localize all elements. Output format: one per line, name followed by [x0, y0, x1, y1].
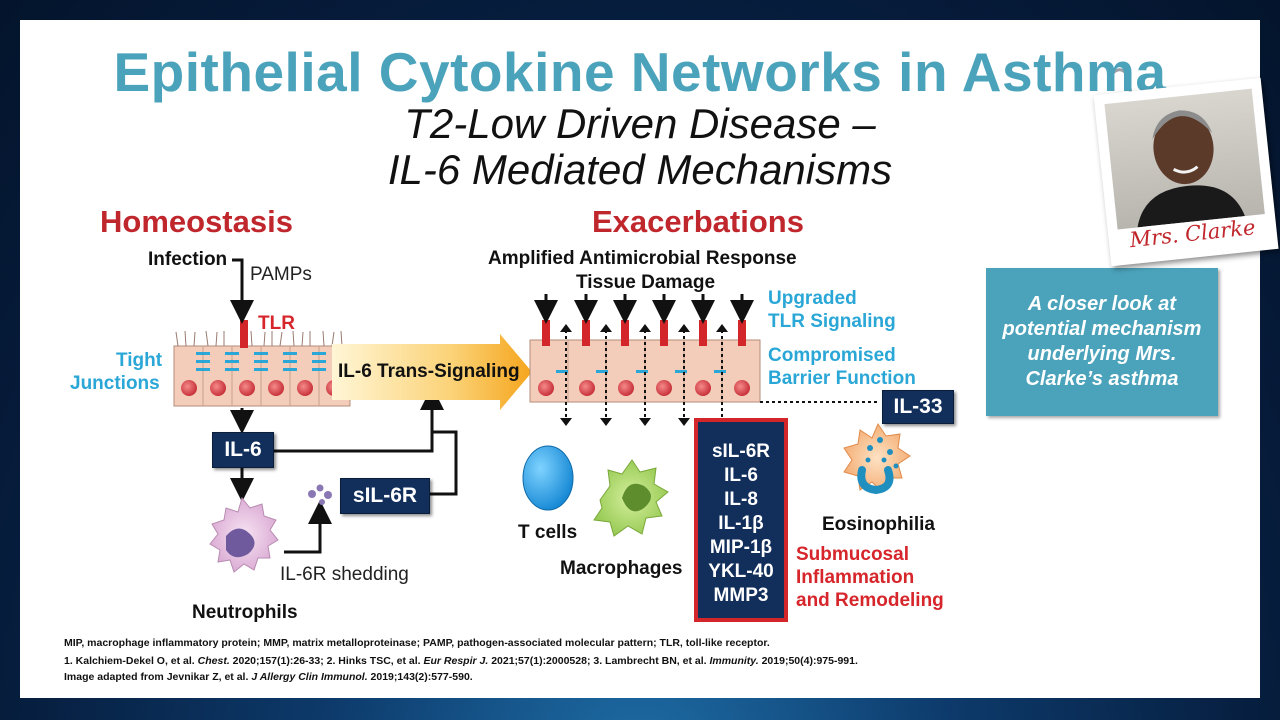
- tlr-label: TLR: [258, 313, 295, 334]
- homeostasis-heading: Homeostasis: [100, 204, 293, 239]
- il33-box: IL-33: [882, 390, 954, 424]
- eosinophil-cell: [843, 422, 911, 495]
- neutrophil-cell: [209, 496, 279, 573]
- upgraded-label-2: TLR Signaling: [768, 311, 896, 332]
- submucosal-label-2: Inflammation: [796, 567, 915, 588]
- footnote-image-source: Image adapted from Jevnikar Z, et al. J …: [64, 671, 473, 683]
- cytokine-item: YKL-40: [708, 561, 774, 582]
- trans-signaling-label: IL-6 Trans-Signaling: [338, 361, 520, 382]
- cytokine-item: IL-6: [724, 465, 758, 486]
- sil6r-box: sIL-6R: [340, 478, 430, 514]
- submucosal-label-3: and Remodeling: [796, 590, 944, 611]
- tight-label-1: Tight: [116, 350, 163, 371]
- shedding-label: IL-6R shedding: [280, 564, 409, 585]
- eosinophilia-label: Eosinophilia: [822, 514, 935, 535]
- cytokine-item: IL-8: [724, 489, 758, 510]
- cytokine-list: sIL-6R IL-6 IL-8 IL-1β MIP-1β YKL-40 MMP…: [694, 418, 788, 622]
- t-cells-label: T cells: [518, 522, 578, 543]
- response-label-1: Amplified Antimicrobial Response: [488, 248, 797, 269]
- compromised-label-2: Barrier Function: [768, 368, 916, 389]
- macrophages-label: Macrophages: [560, 558, 683, 579]
- subtitle-line2: IL-6 Mediated Mechanisms: [387, 146, 893, 193]
- cytokine-item: MMP3: [713, 585, 769, 606]
- homeostasis-epithelium: [173, 320, 351, 407]
- t-cell: [522, 445, 574, 511]
- cytokine-item: MIP-1β: [709, 537, 773, 558]
- tight-label-2: Junctions: [70, 373, 160, 394]
- pamps-label: PAMPs: [250, 264, 312, 285]
- upgraded-label-1: Upgraded: [768, 288, 857, 309]
- portrait-image: [1104, 88, 1265, 230]
- slide-title: Epithelial Cytokine Networks in Asthma: [113, 41, 1167, 103]
- cytokine-item: IL-1β: [718, 513, 764, 534]
- il6-box: IL-6: [212, 432, 274, 468]
- macrophage-cell: [593, 459, 669, 537]
- infection-label: Infection: [148, 249, 228, 270]
- subtitle-line1: T2-Low Driven Disease –: [404, 100, 876, 147]
- response-label-2: Tissue Damage: [576, 272, 716, 293]
- compromised-label-1: Compromised: [768, 345, 896, 366]
- exacerbations-heading: Exacerbations: [592, 204, 804, 239]
- submucosal-label-1: Submucosal: [796, 544, 909, 565]
- footnote-references: 1. Kalchiem-Dekel O, et al. Chest. 2020;…: [64, 655, 858, 667]
- callout-box: A closer look at potential mechanism und…: [986, 268, 1218, 416]
- patient-photo: Mrs. Clarke: [1093, 77, 1279, 267]
- footnote-abbreviations: MIP, macrophage inflammatory protein; MM…: [64, 637, 770, 649]
- cytokine-item: sIL-6R: [711, 441, 771, 462]
- neutrophils-label: Neutrophils: [192, 602, 298, 623]
